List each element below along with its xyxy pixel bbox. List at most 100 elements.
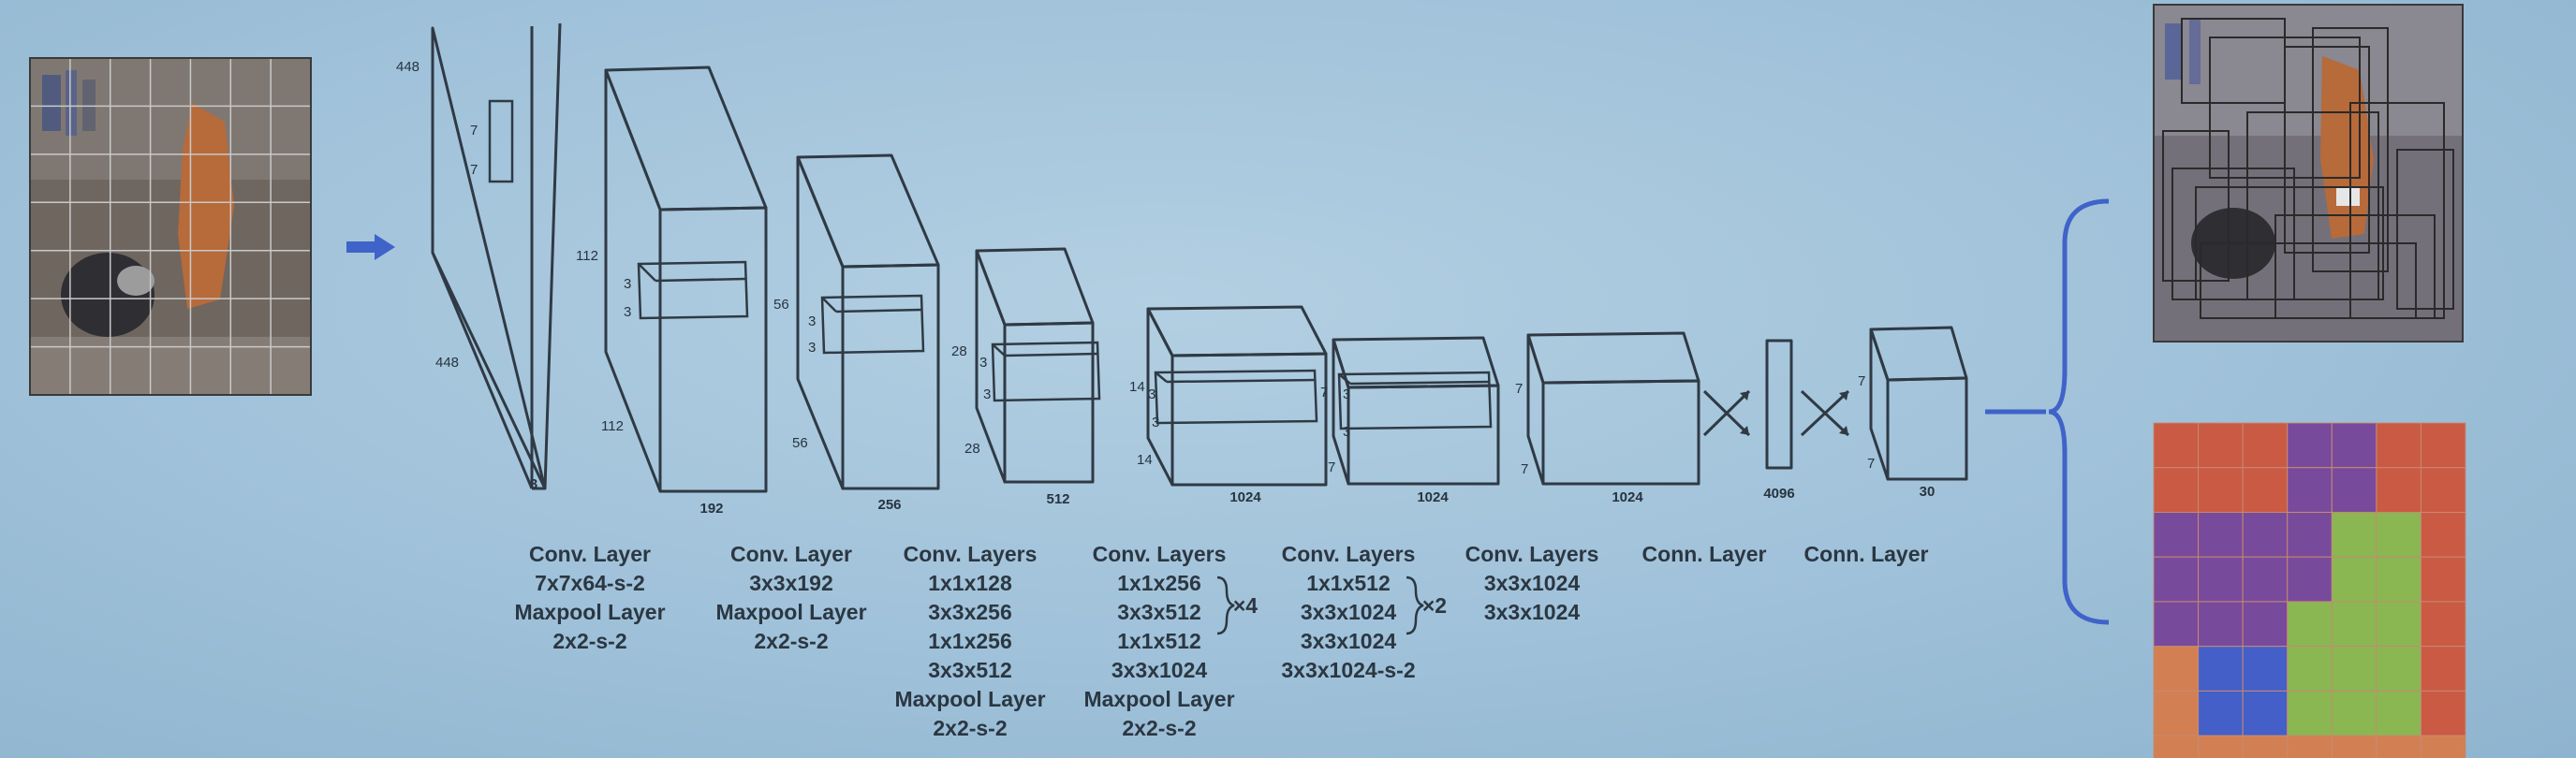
left-curly-brace-icon	[2048, 198, 2110, 625]
full-connection-icon	[1800, 389, 1850, 437]
class-cell	[2242, 422, 2289, 469]
dim-depth: 1024	[1612, 489, 1643, 505]
class-cell	[2153, 422, 2200, 469]
caption-line: 3x3x512	[928, 658, 1012, 682]
kernel-h: 3	[1343, 386, 1350, 402]
caption-line: 2x2-s-2	[552, 629, 626, 653]
class-cell	[2376, 646, 2421, 692]
dim-height: 448	[396, 59, 420, 75]
caption-line: 1x1x256	[1117, 571, 1201, 595]
dim-width: 112	[601, 418, 624, 434]
kernel-h: 3	[1148, 386, 1156, 402]
class-cell	[2287, 467, 2333, 513]
class-cell	[2331, 556, 2377, 603]
caption-line: 2x2-s-2	[1122, 716, 1196, 740]
caption-line: 7x7x64-s-2	[535, 571, 645, 595]
caption-line: 3x3x1024	[1484, 600, 1581, 624]
class-cell	[2331, 646, 2377, 692]
dim-width: 7	[1521, 461, 1528, 477]
dim-depth: 30	[1920, 484, 1936, 500]
class-cell	[2198, 556, 2244, 603]
class-cell	[2420, 556, 2466, 603]
class-cell	[2153, 735, 2200, 758]
dim-width: 14	[1137, 452, 1153, 468]
kernel-w: 3	[1152, 415, 1159, 430]
repeat-count: ×2	[1422, 593, 1447, 618]
class-cell	[2287, 556, 2333, 603]
dim-depth: 192	[699, 501, 723, 517]
class-cell	[2331, 511, 2377, 558]
caption-line: 1x1x256	[928, 629, 1012, 653]
dim-height: 7	[1320, 385, 1328, 401]
class-cell	[2287, 646, 2333, 692]
dim-height: 7	[1515, 381, 1523, 397]
class-grid	[2153, 422, 2466, 758]
caption-line: Conv. Layer	[529, 542, 651, 566]
class-cell	[2376, 422, 2421, 469]
repeat-count: ×4	[1233, 593, 1258, 618]
caption-line: Maxpool Layer	[715, 600, 866, 624]
caption-line: Conv. Layer	[730, 542, 852, 566]
layer-7x7x1024-b: 7 7 1024	[1515, 331, 1700, 505]
class-cell	[2376, 511, 2421, 558]
caption-line: Conv. Layers	[1093, 542, 1227, 566]
class-cell	[2153, 601, 2200, 648]
class-cell	[2376, 601, 2421, 648]
dim-height: 112	[576, 248, 598, 264]
caption-line: 1x1x128	[928, 571, 1012, 595]
class-cell	[2420, 422, 2466, 469]
dim-width: 56	[792, 435, 808, 451]
caption-line: Conn. Layer	[1642, 542, 1767, 566]
caption-line: 3x3x1024	[1111, 658, 1208, 682]
class-cell	[2153, 646, 2200, 692]
layer-28x28x512: 28 28 512 3 3	[951, 247, 1101, 507]
layer-56x56x256: 56 56 256 3 3	[773, 153, 940, 513]
dim-width: 7	[1328, 459, 1335, 475]
dim-height: 14	[1129, 379, 1145, 395]
class-cell	[2420, 467, 2466, 513]
class-cell	[2198, 601, 2244, 648]
class-cell	[2331, 422, 2377, 469]
caption-line: Maxpool Layer	[1083, 687, 1234, 711]
kernel-w: 3	[624, 304, 631, 320]
class-cell	[2153, 511, 2200, 558]
kernel-h: 3	[624, 276, 631, 292]
caption-line: 3x3x192	[749, 571, 833, 595]
kernel-w: 3	[983, 386, 991, 402]
caption-line: 3x3x256	[928, 600, 1012, 624]
class-cell	[2242, 735, 2289, 758]
class-cell	[2287, 601, 2333, 648]
class-cell	[2198, 690, 2244, 736]
class-cell	[2287, 422, 2333, 469]
caption-line: Maxpool Layer	[894, 687, 1045, 711]
caption-line: Conn. Layer	[1804, 542, 1929, 566]
dim-height: 7	[1858, 373, 1865, 389]
class-cell	[2287, 690, 2333, 736]
class-cell	[2287, 735, 2333, 758]
dim-depth: 4096	[1763, 486, 1794, 502]
dim-height: 56	[773, 297, 789, 313]
class-cell	[2153, 556, 2200, 603]
class-cell	[2331, 601, 2377, 648]
class-cell	[2198, 646, 2244, 692]
right-arrow-icon	[346, 234, 395, 260]
dim-depth: 1024	[1229, 489, 1261, 505]
caption-line: 3x3x1024	[1301, 600, 1397, 624]
class-cell	[2242, 556, 2289, 603]
class-cell	[2331, 690, 2377, 736]
layer-7x7x1024-a: 7 7 1024 3 3	[1320, 336, 1500, 505]
class-cell	[2242, 690, 2289, 736]
dim-depth: 512	[1046, 491, 1069, 507]
class-cell	[2331, 735, 2377, 758]
dim-depth: 3	[530, 476, 537, 492]
caption-line: 3x3x1024-s-2	[1281, 658, 1415, 682]
kernel-w: 3	[1343, 424, 1350, 440]
full-connection-icon	[1702, 389, 1751, 437]
caption-line: Conv. Layers	[1465, 542, 1599, 566]
class-cell	[2198, 467, 2244, 513]
kernel-h: 3	[808, 313, 816, 329]
layer-14x14x1024: 14 14 1024 3 3	[1129, 305, 1328, 505]
dim-depth: 256	[877, 497, 901, 513]
